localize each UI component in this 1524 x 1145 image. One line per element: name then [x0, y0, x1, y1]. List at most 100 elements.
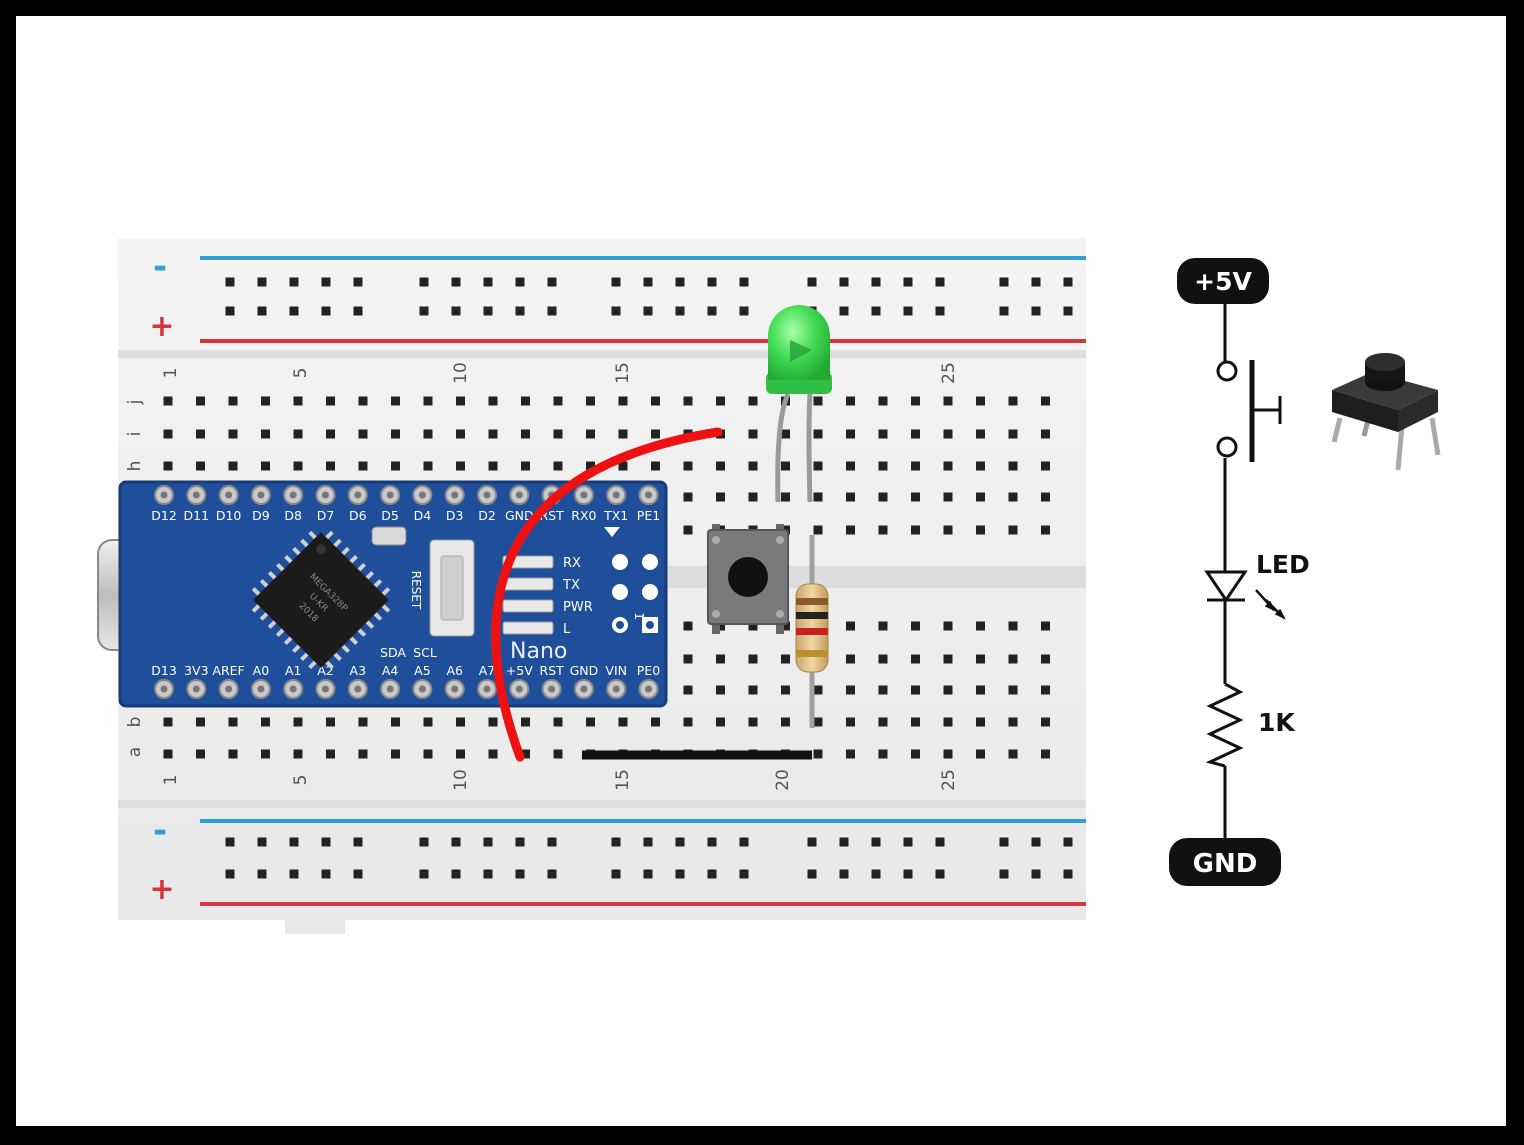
breadboard-hole: [813, 717, 823, 727]
breadboard-hole: [1041, 621, 1050, 631]
breadboard-hole: [423, 461, 433, 471]
breadboard-hole: [293, 396, 303, 406]
tactile-button[interactable]: [707, 524, 789, 634]
breadboard-hole: [748, 685, 758, 695]
breadboard-hole: [935, 277, 945, 287]
breadboard-hole: [521, 396, 530, 406]
breadboard-hole: [935, 837, 945, 847]
breadboard-hole: [807, 869, 817, 879]
breadboard-hole: [289, 277, 299, 287]
column-numbers: 1 5 10 15 25 1 5 10 15 20 25: [161, 362, 959, 791]
breadboard-hole: [748, 461, 758, 471]
breadboard-hole: [935, 306, 945, 316]
breadboard-hole: [515, 277, 525, 287]
schematic-resistor-symbol: [1205, 682, 1244, 768]
breadboard-hole: [1063, 869, 1073, 879]
breadboard-hole: [748, 717, 758, 727]
supply-label: +5V: [1177, 258, 1269, 304]
breadboard-hole: [225, 277, 235, 287]
breadboard-hole: [419, 277, 429, 287]
breadboard-hole: [846, 461, 855, 471]
breadboard-hole: [911, 525, 920, 535]
breadboard-hole: [261, 461, 270, 471]
led-label-l: L: [563, 622, 571, 637]
breadboard-hole: [878, 717, 888, 727]
breadboard-hole: [748, 492, 758, 502]
breadboard-hole: [228, 717, 238, 727]
breadboard-hole: [707, 837, 717, 847]
breadboard-hole: [326, 717, 335, 727]
breadboard-hole: [228, 429, 238, 439]
breadboard-hole: [391, 429, 400, 439]
bottom-rail-minus-sign: -: [153, 811, 167, 851]
nano-bottom-pin-label-d13: D13: [151, 663, 177, 678]
nano-bottom-pin-label-aref: AREF: [212, 663, 244, 678]
breadboard-hole: [1031, 869, 1041, 879]
breadboard-hole: [976, 749, 985, 759]
breadboard-hole: [521, 717, 530, 727]
breadboard-hole: [419, 306, 429, 316]
breadboard-hole: [163, 429, 173, 439]
breadboard-hole: [911, 717, 920, 727]
breadboard-hole: [261, 749, 270, 759]
led-label-rx: RX: [563, 556, 581, 571]
breadboard-hole: [419, 837, 429, 847]
nano-bottom-pin-label-a0: A0: [253, 663, 270, 678]
breadboard-hole: [321, 837, 331, 847]
breadboard-hole: [976, 685, 985, 695]
top-rail-plus-sign: +: [149, 309, 174, 344]
breadboard-hole: [261, 396, 270, 406]
col-number-10-bottom: 10: [451, 769, 471, 791]
breadboard-hole: [196, 717, 205, 727]
breadboard-hole: [521, 429, 530, 439]
nano-top-pin-label-d2: D2: [478, 508, 496, 523]
nano-bottom-pin-label-a5: A5: [414, 663, 431, 678]
breadboard-hole: [943, 396, 953, 406]
breadboard-hole: [976, 525, 985, 535]
breadboard-hole: [611, 869, 621, 879]
bottom-rail-plus-sign: +: [149, 872, 174, 907]
breadboard-hole: [683, 685, 693, 695]
nano-reset-button[interactable]: [429, 539, 475, 637]
breadboard-hole: [1041, 685, 1050, 695]
breadboard-hole: [903, 306, 913, 316]
breadboard-hole: [781, 654, 790, 664]
breadboard-hole: [813, 685, 823, 695]
nano-top-pin-label-d8: D8: [284, 508, 302, 523]
breadboard-hole: [353, 869, 363, 879]
breadboard-hole: [846, 396, 855, 406]
breadboard-hole: [675, 306, 685, 316]
breadboard-hole: [618, 717, 628, 727]
nano-top-pin-label-d7: D7: [317, 508, 335, 523]
breadboard-hole: [1008, 717, 1018, 727]
nano-bottom-pin-label-rst: RST: [539, 663, 564, 678]
breadboard-hole: [911, 396, 920, 406]
row-letter-i: i: [125, 432, 145, 437]
breadboard-hole: [257, 837, 267, 847]
breadboard-hole: [521, 461, 530, 471]
nano-bottom-pin-label-gnd: GND: [570, 663, 599, 678]
breadboard-hole: [618, 461, 628, 471]
breadboard-hole: [196, 396, 205, 406]
icsp-header: [612, 554, 658, 633]
breadboard-hole: [716, 654, 725, 664]
breadboard-hole: [781, 685, 790, 695]
breadboard-hole: [553, 396, 563, 406]
breadboard-hole: [289, 869, 299, 879]
breadboard-hole: [839, 837, 849, 847]
breadboard-hole: [553, 429, 563, 439]
breadboard-hole: [839, 869, 849, 879]
breadboard-hole: [846, 621, 855, 631]
breadboard-hole: [586, 429, 595, 439]
breadboard-hole: [1008, 525, 1018, 535]
nano-name: Nano: [510, 639, 567, 664]
schematic: [1204, 302, 1286, 840]
nano-bottom-pin-label-a4: A4: [382, 663, 399, 678]
breadboard-hole: [611, 277, 621, 287]
breadboard-hole: [976, 492, 985, 502]
resistor-schematic-label: 1K: [1258, 708, 1296, 737]
col-number-1-top: 1: [161, 368, 181, 379]
schematic-led-symbol: [1204, 570, 1248, 603]
breadboard-hole: [878, 492, 888, 502]
breadboard-hole: [326, 429, 335, 439]
